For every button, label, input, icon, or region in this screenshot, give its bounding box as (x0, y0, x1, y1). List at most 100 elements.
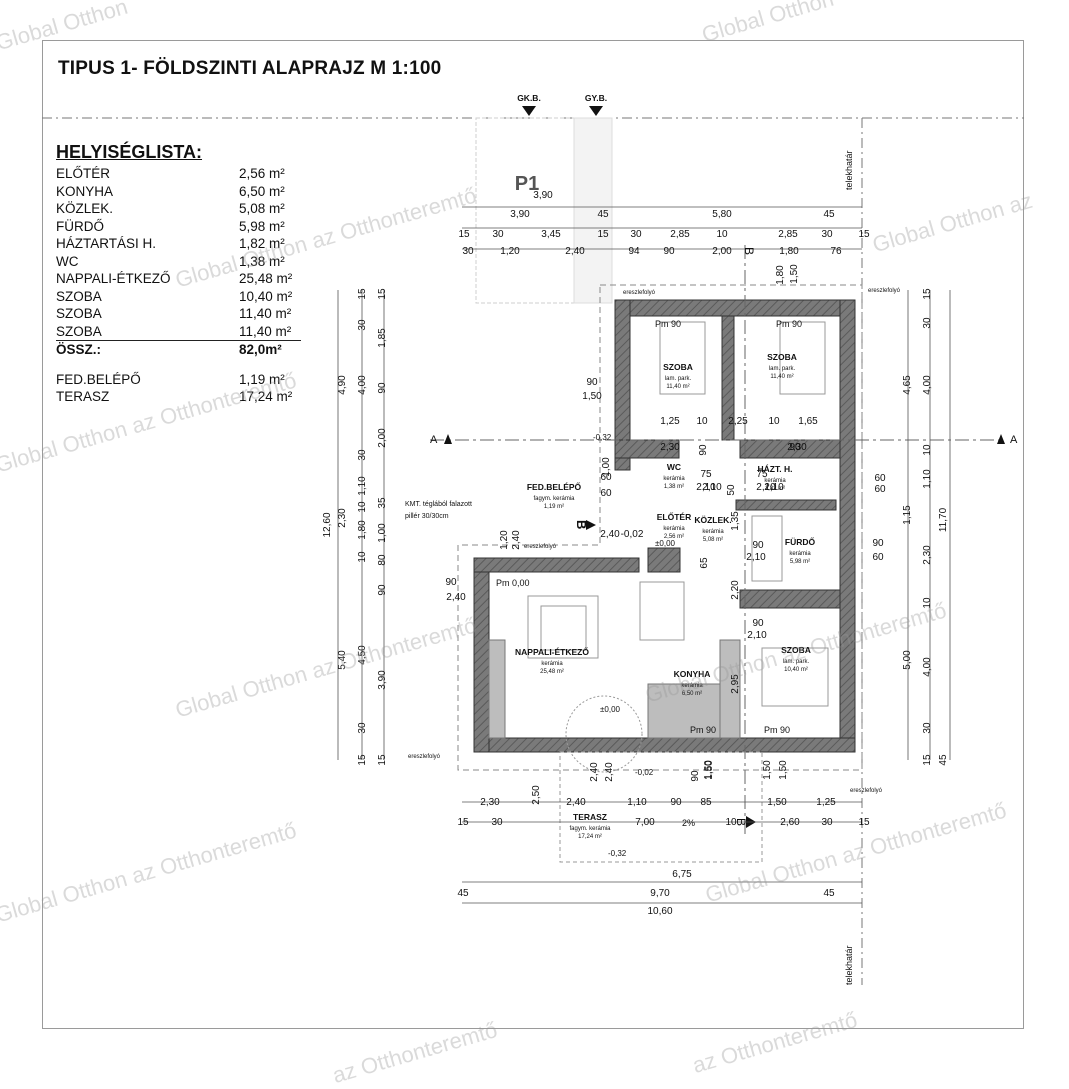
level-label: ±0,00 (600, 705, 621, 714)
room-name: SZOBA (56, 323, 102, 339)
room-area: 5,08 m² (239, 201, 285, 216)
dimension-label: 15 (357, 288, 368, 300)
wall-top (614, 299, 856, 317)
room-area: 17,24 m² (578, 834, 602, 840)
plan-labels: GK.B. GY.B. P1 telekhatár telekhatár A A… (405, 93, 1018, 985)
room-floor: kerámia (789, 551, 811, 557)
room-name: FED.BELÉPŐ (527, 481, 582, 492)
room-floor: fagym. kerámia (533, 496, 575, 502)
dimension-label: 1,50 (582, 391, 602, 402)
room-name: ELŐTÉR (657, 511, 691, 522)
room-floor: kerámia (681, 683, 703, 689)
room-area: 1,38 m² (664, 484, 684, 490)
dimension-label: 2,25 (728, 416, 748, 427)
room-name: HÁZTARTÁSI H. (56, 236, 157, 251)
dimension-label: 15 (377, 288, 388, 300)
room-area: 10,40 m² (239, 288, 293, 304)
dimension-label: 1,80 (779, 246, 799, 257)
section-a-left-icon (444, 434, 452, 444)
dimension-label: 2,40 (511, 530, 522, 550)
dimension-label: 2,10 (756, 482, 776, 493)
dimension-label: 1,50 (703, 760, 714, 780)
dimension-label: 90 (752, 618, 764, 629)
dimension-label: 1,65 (798, 416, 818, 427)
dimension-label: 30 (357, 449, 368, 461)
wall-mid-top (473, 557, 640, 573)
gyb-label: GY.B. (585, 93, 607, 103)
room-area: 11,40 m² (239, 323, 292, 339)
dimension-label: 10 (696, 416, 708, 427)
room-area: 6,50 m² (682, 691, 702, 697)
parking-label: P1 (515, 173, 539, 195)
dimension-label: 5,40 (337, 650, 348, 670)
page-title: TIPUS 1- FÖLDSZINTI ALAPRAJZ M 1:100 (58, 58, 442, 79)
dimension-label: 2,30 (787, 442, 807, 453)
room-floor: fagym. kerámia (569, 826, 611, 832)
gutter-label: ereszlefolyó (868, 288, 901, 294)
dimension-label: 1,35 (730, 511, 741, 531)
dimension-label: 4,65 (902, 375, 913, 395)
wall-int-1 (614, 439, 680, 459)
dimension-lines (337, 206, 951, 904)
dimension-label: 1,10 (357, 476, 368, 496)
dimension-label: 1,50 (767, 797, 787, 808)
dimension-label: 2,40 (589, 762, 600, 782)
room-name: FÜRDŐ (56, 218, 104, 234)
dimension-label: 45 (823, 888, 835, 899)
dimension-label: 2,40 (566, 797, 586, 808)
dimension-label: 1,50 (704, 760, 715, 780)
dimension-label: 7,00 (635, 817, 655, 828)
dimension-label: 4,00 (922, 375, 933, 395)
dimension-label: 30 (922, 722, 933, 734)
section-a-right-icon (997, 434, 1005, 444)
dimension-label: 1,20 (499, 530, 510, 550)
dimension-label: 2,50 (531, 785, 542, 805)
dimension-label: 1,80 (357, 520, 368, 540)
dimension-label: 45 (457, 888, 469, 899)
dimension-label: 5,00 (902, 650, 913, 670)
dimension-label: 85 (700, 797, 712, 808)
dimension-label: 1,15 (902, 505, 913, 525)
dimension-label: 10 (716, 229, 728, 240)
dimension-label: 2,10 (696, 482, 716, 493)
room-list-row: SZOBA 11,40 m² (56, 323, 301, 341)
room-name: SZOBA (56, 288, 102, 304)
level-label: -0,02 (635, 768, 654, 777)
dimension-label: 35 (377, 497, 388, 509)
wall-int-4 (721, 315, 735, 441)
room-name: KÖZLEK. (694, 515, 731, 525)
dimension-label: 60 (600, 472, 612, 483)
eaves-outline (457, 284, 863, 771)
dimension-label: 1,00 (377, 523, 388, 543)
dimension-label: 90 (670, 797, 682, 808)
dimension-label: 2,30 (480, 797, 500, 808)
room-name: KONYHA (674, 669, 711, 679)
dimension-label: 1,00 (601, 457, 612, 477)
wall-int-5 (735, 499, 837, 511)
parking-space (475, 117, 575, 304)
room-name: SZOBA (767, 352, 797, 362)
dimension-label: 6,75 (672, 869, 692, 880)
window-label: Pm 90 (764, 725, 790, 735)
dimension-label: 1,85 (377, 328, 388, 348)
dimension-label: 60 (872, 552, 884, 563)
room-area: 10,40 m² (784, 667, 808, 673)
parking-strip (573, 117, 613, 304)
room-name: WC (56, 253, 79, 269)
room-area: 11,40 m² (666, 384, 689, 390)
dimension-label: 9,70 (650, 888, 670, 899)
dimension-label: 30 (492, 229, 504, 240)
dimension-label: 1,20 (500, 246, 520, 257)
dimension-label: 1,50 (778, 760, 789, 780)
